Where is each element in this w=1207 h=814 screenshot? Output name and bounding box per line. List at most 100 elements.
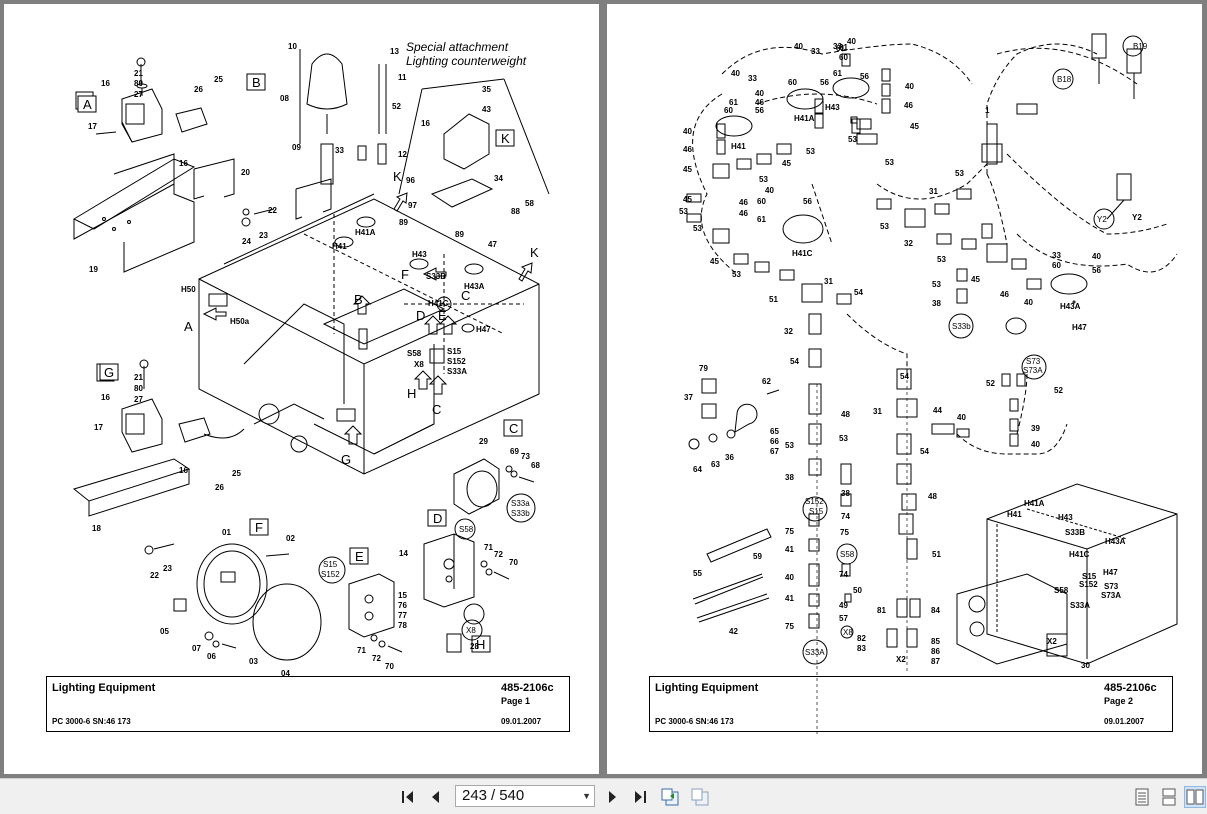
svg-text:40: 40 xyxy=(1092,252,1101,261)
svg-text:26: 26 xyxy=(194,85,203,94)
continuous-view-button[interactable] xyxy=(1158,786,1180,808)
svg-text:H41A: H41A xyxy=(794,114,815,123)
svg-text:70: 70 xyxy=(509,558,518,567)
svg-text:16: 16 xyxy=(179,159,188,168)
document-number: 485-2106c xyxy=(501,682,554,694)
svg-text:27: 27 xyxy=(134,395,143,404)
svg-text:61: 61 xyxy=(833,69,842,78)
last-page-button[interactable] xyxy=(629,786,651,808)
title-block: Lighting Equipment 485-2106c Page 1 PC 3… xyxy=(46,676,570,732)
svg-text:02: 02 xyxy=(286,534,295,543)
svg-text:08: 08 xyxy=(280,94,289,103)
next-page-icon xyxy=(609,791,616,803)
go-back-button[interactable] xyxy=(659,786,681,808)
svg-text:H41A: H41A xyxy=(355,228,376,237)
svg-text:64: 64 xyxy=(693,465,702,474)
svg-text:16: 16 xyxy=(101,393,110,402)
svg-text:69: 69 xyxy=(510,447,519,456)
svg-text:53: 53 xyxy=(937,255,946,264)
svg-text:54: 54 xyxy=(920,447,929,456)
svg-text:S58: S58 xyxy=(407,349,422,358)
svg-text:53: 53 xyxy=(885,158,894,167)
svg-text:53: 53 xyxy=(955,169,964,178)
svg-text:38: 38 xyxy=(932,299,941,308)
svg-text:53: 53 xyxy=(839,434,848,443)
svg-text:47: 47 xyxy=(488,240,497,249)
svg-text:51: 51 xyxy=(932,550,941,559)
svg-text:53: 53 xyxy=(806,147,815,156)
page-number-input[interactable]: 243/540 ▼ xyxy=(455,785,595,807)
svg-text:H41C: H41C xyxy=(1069,550,1090,559)
svg-text:31: 31 xyxy=(824,277,833,286)
svg-text:59: 59 xyxy=(753,552,762,561)
svg-text:56: 56 xyxy=(860,72,869,81)
svg-text:H47: H47 xyxy=(476,325,491,334)
document-viewer[interactable]: A B K G C F D E H A B D E C H C F K K G xyxy=(0,0,1207,778)
svg-text:58: 58 xyxy=(525,199,534,208)
svg-text:38: 38 xyxy=(785,473,794,482)
svg-text:40: 40 xyxy=(683,127,692,136)
svg-text:C: C xyxy=(509,421,518,436)
svg-text:25: 25 xyxy=(232,469,241,478)
svg-text:45: 45 xyxy=(971,275,980,284)
svg-text:30: 30 xyxy=(1081,661,1090,670)
single-page-view-icon xyxy=(1135,788,1149,806)
first-page-icon xyxy=(402,791,413,803)
svg-text:40: 40 xyxy=(794,42,803,51)
svg-text:51: 51 xyxy=(769,295,778,304)
prev-page-icon xyxy=(432,791,439,803)
svg-text:54: 54 xyxy=(900,372,909,381)
two-page-view-icon xyxy=(1186,789,1204,805)
next-page-button[interactable] xyxy=(601,786,623,808)
svg-text:67: 67 xyxy=(770,447,779,456)
go-forward-button[interactable] xyxy=(689,786,711,808)
svg-text:53: 53 xyxy=(759,175,768,184)
svg-text:S33a: S33a xyxy=(511,499,530,508)
first-page-button[interactable] xyxy=(397,786,419,808)
svg-text:40: 40 xyxy=(755,89,764,98)
svg-text:H: H xyxy=(476,637,485,652)
svg-text:53: 53 xyxy=(732,270,741,279)
svg-text:H43: H43 xyxy=(825,103,840,112)
svg-text:K: K xyxy=(393,169,402,184)
svg-text:03: 03 xyxy=(249,657,258,666)
svg-text:60: 60 xyxy=(724,106,733,115)
svg-text:66: 66 xyxy=(770,437,779,446)
svg-text:S15: S15 xyxy=(323,560,338,569)
document-date: 09.01.2007 xyxy=(1104,717,1145,726)
navigation-toolbar: 243/540 ▼ xyxy=(0,778,1207,814)
svg-text:S33b: S33b xyxy=(511,509,530,518)
svg-text:75: 75 xyxy=(840,528,849,537)
svg-text:H43A: H43A xyxy=(464,282,485,291)
svg-text:54: 54 xyxy=(854,288,863,297)
svg-text:H43A: H43A xyxy=(1060,302,1081,311)
svg-text:H41: H41 xyxy=(332,242,347,251)
svg-text:48: 48 xyxy=(928,492,937,501)
svg-text:32: 32 xyxy=(904,239,913,248)
svg-text:80: 80 xyxy=(134,79,143,88)
svg-text:41: 41 xyxy=(785,545,794,554)
svg-text:H41C: H41C xyxy=(428,299,449,308)
current-page[interactable]: 243 xyxy=(462,787,488,804)
svg-text:56: 56 xyxy=(820,78,829,87)
svg-text:H41: H41 xyxy=(1007,510,1022,519)
single-page-view-button[interactable] xyxy=(1131,786,1153,808)
prev-page-button[interactable] xyxy=(425,786,447,808)
svg-text:45: 45 xyxy=(683,195,692,204)
svg-text:S15: S15 xyxy=(809,507,824,516)
total-pages: 540 xyxy=(499,787,525,804)
svg-text:22: 22 xyxy=(150,571,159,580)
svg-text:H41: H41 xyxy=(731,142,746,151)
svg-text:16: 16 xyxy=(421,119,430,128)
svg-text:09: 09 xyxy=(292,143,301,152)
two-page-view-button[interactable] xyxy=(1184,786,1206,808)
svg-text:A: A xyxy=(83,97,92,112)
page-dropdown-icon[interactable]: ▼ xyxy=(582,791,591,801)
svg-text:61: 61 xyxy=(729,98,738,107)
svg-text:S33A: S33A xyxy=(447,367,467,376)
svg-text:88: 88 xyxy=(511,207,520,216)
document-date: 09.01.2007 xyxy=(501,717,542,726)
svg-text:60: 60 xyxy=(1052,261,1061,270)
svg-text:40: 40 xyxy=(785,573,794,582)
svg-text:46: 46 xyxy=(904,101,913,110)
